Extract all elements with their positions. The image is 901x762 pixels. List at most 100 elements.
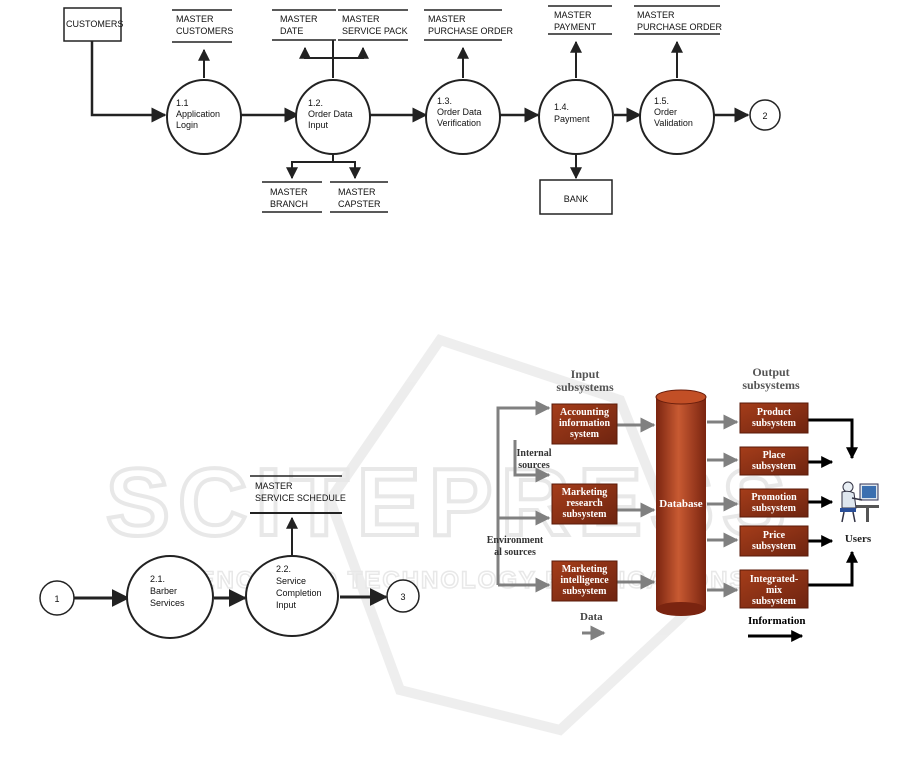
process-1-4: 1.4. Payment (538, 79, 614, 155)
environmental-sources-label: Environment al sources (487, 535, 544, 558)
internal-sources-label: Internal sources (517, 448, 552, 471)
store-label: CAPSTER (338, 199, 381, 209)
input-subsystems-header: Input subsystems (556, 367, 614, 394)
store-label: MASTER (554, 10, 592, 20)
store-label: MASTER (637, 10, 675, 20)
store-master-purchase-order: MASTER PURCHASE ORDER (428, 14, 514, 36)
user-at-computer-icon (840, 481, 879, 523)
store-label: MASTER (280, 14, 318, 24)
store-label: DATE (280, 26, 303, 36)
place-subsystem-box: Place subsystem (739, 446, 809, 476)
connector-in-1: 1 (39, 580, 75, 616)
flow-env-to-accounting (496, 400, 551, 585)
svg-text:Promotion: Promotion (751, 492, 797, 503)
process-label: Services (150, 598, 185, 608)
store-label: PURCHASE ORDER (428, 26, 514, 36)
process-1-3: 1.3. Order Data Verification (425, 79, 501, 155)
users-label: Users (845, 533, 872, 545)
process-number: 1.4. (554, 102, 569, 112)
process-label: Validation (654, 118, 693, 128)
svg-text:1: 1 (54, 594, 59, 604)
store-master-service-schedule: MASTER SERVICE SCHEDULE (250, 475, 346, 514)
svg-text:Price: Price (763, 530, 786, 541)
store-master-capster: MASTER CAPSTER (338, 187, 381, 209)
process-label: Input (308, 120, 329, 130)
svg-text:subsystem: subsystem (752, 541, 797, 552)
flow-to-master-capster (333, 161, 361, 180)
svg-text:subsystem: subsystem (563, 509, 608, 520)
flow-product-to-users (808, 418, 858, 460)
flow-integrated-to-users (808, 550, 858, 587)
store-master-purchase-order-2: MASTER PURCHASE ORDER (637, 10, 723, 32)
process-label: Barber (150, 586, 177, 596)
process-label: Service (276, 576, 306, 586)
promotion-subsystem-box: Promotion subsystem (739, 488, 809, 518)
store-label: SERVICE SCHEDULE (255, 493, 346, 503)
integrated-mix-subsystem-box: Integrated- mix subsystem (739, 569, 809, 609)
customers-entity (63, 7, 122, 42)
process-number: 1.2. (308, 98, 323, 108)
output-subsystems-header: Output subsystems (742, 365, 800, 392)
process-number: 1.3. (437, 96, 452, 106)
svg-text:subsystem: subsystem (752, 461, 797, 472)
svg-text:subsystem: subsystem (752, 418, 797, 429)
legend-data-label: Data (580, 611, 603, 623)
process-label: Verification (437, 118, 481, 128)
svg-text:Integrated-: Integrated- (750, 574, 798, 585)
svg-text:information: information (559, 418, 611, 429)
svg-text:Output: Output (752, 365, 789, 379)
store-master-branch: MASTER BRANCH (270, 187, 308, 209)
store-label: PAYMENT (554, 22, 597, 32)
mis-diagram: Input subsystems Output subsystems (487, 365, 879, 642)
store-label: PURCHASE ORDER (637, 22, 723, 32)
process-number: 1.1 (176, 98, 189, 108)
process-label: Order (654, 107, 677, 117)
process-1-2: 1.2. Order Data Input (295, 79, 371, 155)
svg-text:Input: Input (571, 367, 600, 381)
flow-internal-to-research (513, 440, 551, 483)
accounting-information-system-box: Accounting information system (551, 403, 618, 445)
store-label: MASTER (255, 481, 293, 491)
database-cylinder: Database (655, 389, 707, 616)
database-label: Database (659, 498, 703, 510)
process-1-1: 1.1 Application Login (166, 79, 242, 155)
svg-text:Marketing: Marketing (562, 487, 608, 498)
process-2-1: 2.1. Barber Services (126, 555, 214, 639)
svg-text:subsystem: subsystem (752, 596, 797, 607)
svg-text:2: 2 (762, 111, 767, 121)
process-label: Application (176, 109, 220, 119)
svg-text:mix: mix (766, 585, 782, 596)
svg-text:al sources: al sources (494, 547, 536, 558)
process-number: 1.5. (654, 96, 669, 106)
store-label: MASTER (342, 14, 380, 24)
store-label: BRANCH (270, 199, 308, 209)
svg-text:Product: Product (757, 407, 792, 418)
process-label: Input (276, 600, 297, 610)
store-label: MASTER (270, 187, 308, 197)
store-label: CUSTOMERS (176, 26, 233, 36)
process-label: Order Data (308, 109, 353, 119)
svg-text:sources: sources (518, 460, 550, 471)
process-label: Completion (276, 588, 322, 598)
connector-out-3: 3 (386, 579, 420, 613)
process-number: 2.2. (276, 564, 291, 574)
store-master-service-pack: MASTER SERVICE PACK (342, 14, 408, 36)
store-master-date: MASTER DATE (280, 14, 318, 36)
bank-entity-label: BANK (564, 194, 589, 204)
flow-to-master-service-pack (333, 46, 369, 59)
process-label: Payment (554, 114, 590, 124)
svg-text:subsystems: subsystems (556, 380, 614, 394)
svg-text:subsystem: subsystem (563, 586, 608, 597)
svg-text:Accounting: Accounting (560, 407, 609, 418)
marketing-intelligence-subsystem-box: Marketing intelligence subsystem (551, 560, 618, 602)
flow-customers-to-login (90, 40, 167, 123)
process-label: Order Data (437, 107, 482, 117)
svg-text:research: research (566, 498, 603, 509)
store-label: MASTER (428, 14, 466, 24)
store-label: MASTER (338, 187, 376, 197)
process-2-2: 2.2. Service Completion Input (245, 555, 339, 637)
svg-text:system: system (570, 429, 600, 440)
svg-text:Environment: Environment (487, 535, 544, 546)
dfd-level-2: 1 2.1. Barber Services 2.2. Service Comp… (39, 475, 420, 639)
bank-entity (539, 179, 613, 215)
